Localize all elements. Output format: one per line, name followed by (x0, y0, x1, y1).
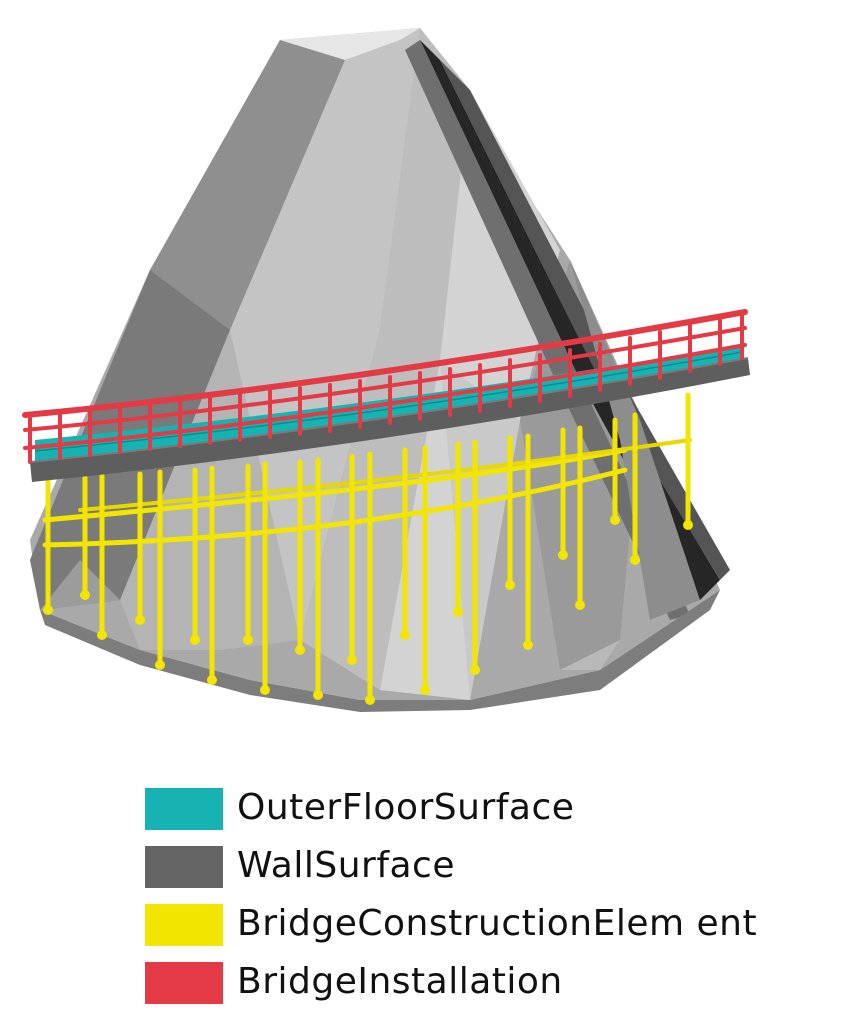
legend-swatch (145, 788, 223, 830)
legend-item-wall-surface: WallSurface (145, 840, 845, 898)
legend: OuterFloorSurface WallSurface BridgeCons… (145, 782, 845, 1014)
bridge-3d-model-figure (22, 28, 750, 712)
legend-item-bridge-construction-element: BridgeConstructionElem ent (145, 898, 845, 956)
legend-swatch (145, 962, 223, 1004)
legend-label: OuterFloorSurface (237, 787, 575, 828)
bridge-installation-railing (22, 309, 748, 464)
legend-label: BridgeInstallation (237, 961, 563, 1002)
legend-swatch (145, 846, 223, 888)
legend-label: BridgeConstructionElem ent (237, 903, 758, 944)
bridge-construction-elements (42, 392, 693, 705)
legend-item-bridge-installation: BridgeInstallation (145, 956, 845, 1014)
legend-label: WallSurface (237, 845, 456, 886)
legend-swatch (145, 904, 223, 946)
legend-item-outer-floor-surface: OuterFloorSurface (145, 782, 845, 840)
